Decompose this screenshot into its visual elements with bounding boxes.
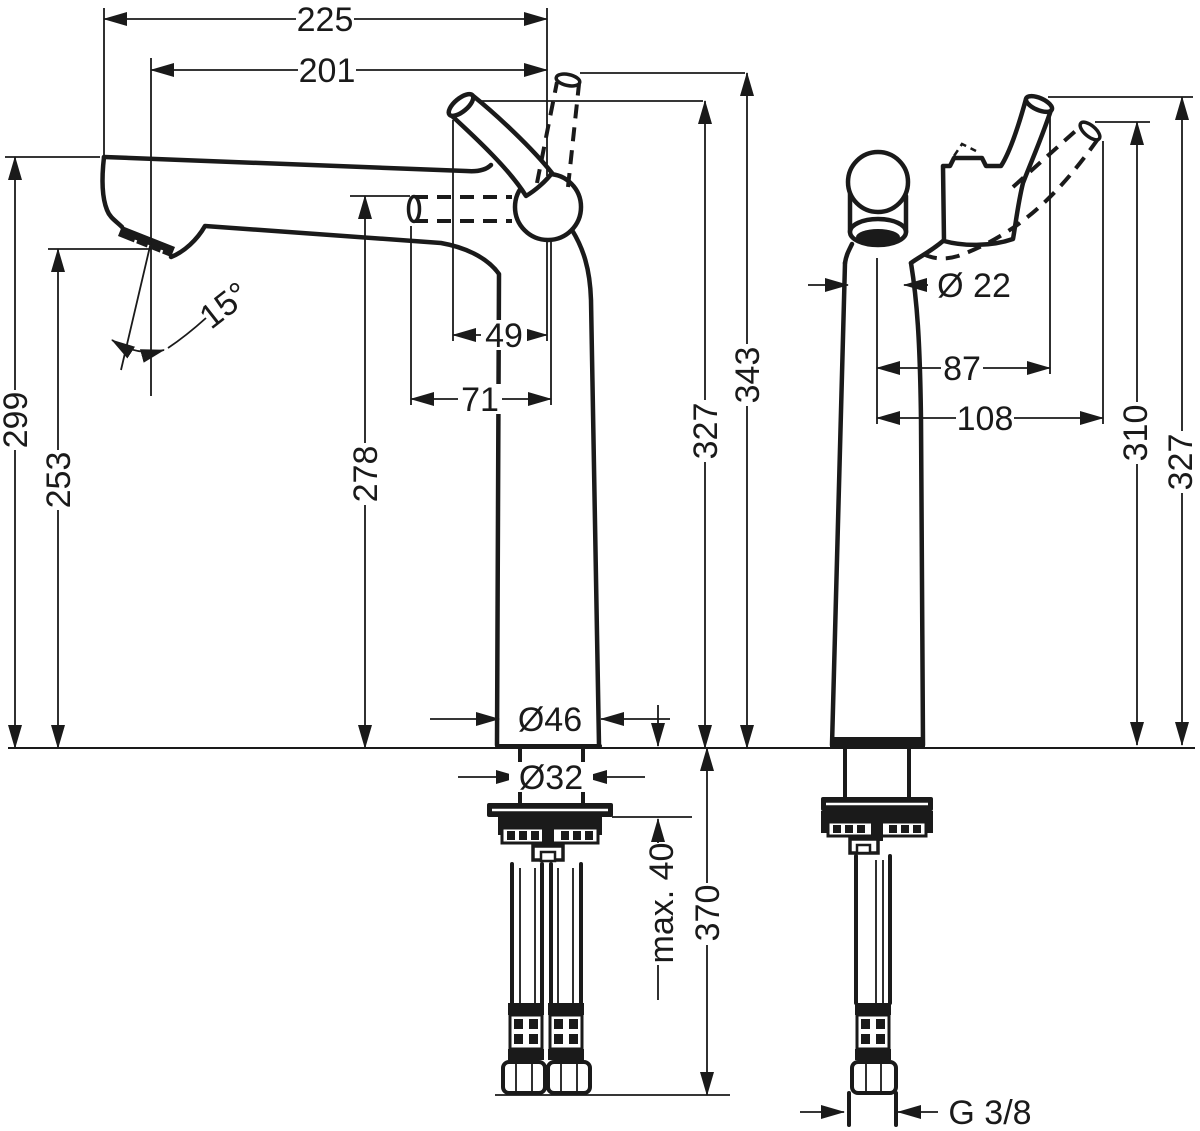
dim-label-pipe-height: 278 [347, 446, 385, 503]
spout-top-edge [101, 154, 494, 174]
dim-label-handle-height-tilted: 310 [1117, 405, 1155, 462]
dim-label-handle-height-max: 343 [729, 347, 767, 404]
dim-label-deck-thickness: max. 40 [643, 843, 681, 964]
hose-fitting-right [548, 1003, 584, 1060]
column-right-edge [569, 227, 602, 748]
side-thread-stub [847, 1091, 898, 1127]
dim-71: 71 [410, 381, 552, 419]
dim-label-handle-height-side: 327 [1162, 434, 1200, 491]
side-hose-fitting [855, 1003, 891, 1060]
dim-o46: Ø46 [430, 701, 670, 739]
handle-cap [446, 91, 476, 119]
handle-alt-right-edge [566, 83, 581, 188]
hose-outer-edges [510, 862, 583, 1005]
side-view [821, 93, 1102, 1127]
handle-cap-side [1023, 93, 1055, 115]
dim-label-pipe-diameter: Ø 22 [937, 267, 1011, 305]
handle-alt-cap-side [1078, 120, 1102, 142]
dim-label-aerator-angle: 15° [193, 275, 257, 337]
dim-87: 87 [876, 350, 1051, 388]
dim-49: 49 [452, 317, 548, 355]
angle-arc [111, 339, 165, 363]
spout-tip-edge [100, 154, 125, 230]
outlet-opening [856, 229, 900, 245]
front-under-deck [487, 746, 613, 1095]
handle-alt-upper-edge [1011, 124, 1083, 189]
side-column-left [829, 260, 848, 748]
hex-nut-left [501, 1060, 547, 1095]
side-hex-nut [850, 1060, 898, 1095]
side-bracket-notch [855, 843, 872, 855]
neck-left [842, 241, 855, 266]
aerator-band [118, 226, 175, 257]
handle-lever [449, 92, 555, 199]
dim-label-height-spout: 299 [0, 392, 35, 449]
dim-label-handle-depth-max: 108 [957, 400, 1014, 438]
side-drain-rod [871, 811, 883, 841]
dim-label-reach-overall: 225 [297, 1, 354, 39]
dim-g38: G 3/8 [800, 1094, 1032, 1131]
dim-max40: max. 40 [643, 705, 681, 1000]
hose-inner-lines [519, 868, 574, 1003]
base-plate [830, 737, 925, 748]
hex-nut-right-flats [560, 1062, 578, 1093]
angle-leader [167, 317, 207, 349]
dim-label-hose-length: 370 [689, 885, 727, 942]
drain-rod [542, 817, 554, 849]
dim-label-handle-height: 327 [687, 403, 725, 460]
dim-310: 310 [1117, 121, 1155, 746]
dim-278: 278 [347, 195, 385, 749]
dim-label-connection-thread: G 3/8 [948, 1094, 1031, 1131]
limiter-tab [952, 142, 977, 157]
dim-327-front: 327 [687, 100, 725, 749]
spout-bottom-and-column-left [168, 223, 502, 748]
side-nut-teeth [833, 825, 921, 833]
side-shank-edges [843, 746, 911, 799]
dim-327-side: 327 [1162, 96, 1200, 746]
dimensions-front: 225 201 299 253 15° 49 [0, 1, 767, 1096]
hex-nut-right [546, 1060, 592, 1095]
handle-alt-sweep [915, 137, 1100, 261]
dim-253: 253 [40, 248, 78, 749]
side-lug-left [821, 811, 831, 833]
dim-201: 201 [150, 52, 548, 90]
dim-label-pipe-offset: 71 [461, 381, 499, 419]
mounting-nut-teeth [507, 831, 593, 840]
dim-label-handle-depth: 87 [943, 350, 981, 388]
handle-alt-cap [554, 72, 582, 88]
body-and-handle [940, 96, 1054, 248]
dim-370: 370 [689, 747, 727, 1096]
dimensions-side: Ø 22 87 108 310 327 G 3/8 [800, 96, 1200, 1131]
dim-label-reach-aerator: 201 [299, 52, 356, 90]
dim-o22: Ø 22 [808, 267, 1011, 305]
dim-225: 225 [103, 1, 548, 39]
neck-right [908, 238, 946, 266]
side-hose-inner [875, 860, 884, 1003]
side-hex-nut-flats [865, 1062, 882, 1093]
side-under-deck [821, 746, 933, 1127]
side-hose-outer [854, 854, 892, 1005]
dim-108: 108 [876, 400, 1104, 438]
spout-bend [845, 149, 911, 215]
side-column-right [908, 260, 926, 748]
dim-299: 299 [0, 156, 35, 749]
bracket-notch [539, 850, 557, 863]
dim-label-shank-diameter: Ø32 [519, 759, 583, 797]
dim-label-handle-offset: 49 [485, 317, 523, 355]
hose-fitting-left [508, 1003, 544, 1060]
dim-o32: Ø32 [458, 759, 645, 797]
front-view [100, 72, 613, 1095]
dim-label-base-diameter: Ø46 [518, 701, 582, 739]
dim-343: 343 [729, 72, 767, 749]
dim-label-height-outlet: 253 [40, 452, 78, 509]
hidden-pipe-cap [406, 194, 422, 224]
extension-lines-side [876, 96, 1193, 424]
hex-nut-left-flats [515, 1062, 533, 1093]
reference-lines [8, 747, 1195, 1096]
side-lug-right [923, 811, 933, 833]
dim-15deg: 15° [111, 241, 257, 371]
extension-lines-front [5, 8, 745, 818]
